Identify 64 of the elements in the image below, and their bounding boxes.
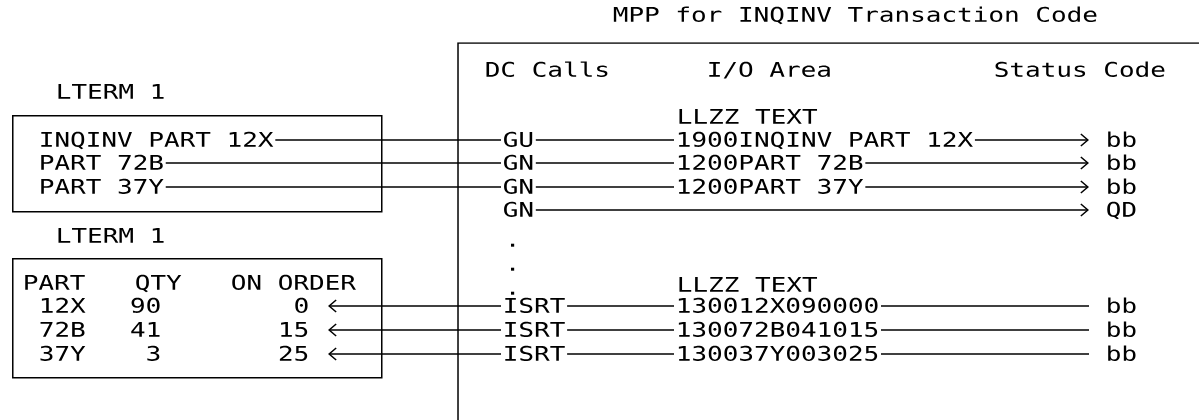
connector-line xyxy=(566,329,675,331)
table-text: LLZZ TEXT xyxy=(679,109,817,124)
node-text: bb xyxy=(1108,178,1136,194)
connector-line xyxy=(328,299,502,313)
node-text: 1200PART 72B xyxy=(678,154,863,170)
node-text: 15 xyxy=(281,322,308,337)
node-text: QD xyxy=(1107,201,1136,220)
node-text: 130012X090000 xyxy=(678,297,878,313)
connector-line xyxy=(864,180,1089,194)
connector-line xyxy=(535,139,675,141)
node-text: INQINV PART 12X xyxy=(41,131,274,150)
connector-line xyxy=(165,186,502,188)
table-text: 12X xyxy=(41,297,86,313)
table-text: 37Y xyxy=(40,345,86,361)
connector-line xyxy=(974,133,1089,147)
connector-line xyxy=(328,323,502,337)
table-text: DC Calls xyxy=(486,61,608,77)
table-text: QTY xyxy=(136,274,182,293)
connector-line xyxy=(566,353,675,355)
node-text: 0 xyxy=(295,297,308,313)
connector-line xyxy=(864,156,1089,170)
node-text: 25 xyxy=(279,345,308,361)
table-text: . xyxy=(510,291,515,295)
node-text: bb xyxy=(1108,345,1136,361)
connector-line xyxy=(880,329,1090,331)
node-text: GU xyxy=(504,131,533,147)
table-text: I/O Area xyxy=(709,61,830,79)
table-text: ON ORDER xyxy=(232,274,356,290)
table-text: Status Code xyxy=(995,61,1165,77)
node-text: bb xyxy=(1108,321,1136,337)
node-label: LTERM 1 xyxy=(58,228,164,243)
connector-line xyxy=(165,162,502,164)
connector-line xyxy=(535,162,675,164)
table-text: 3 xyxy=(147,345,160,361)
node-label: LTERM 1 xyxy=(58,84,164,99)
node-text: PART 72B xyxy=(41,154,163,170)
table-text: LLZZ TEXT xyxy=(679,277,817,292)
connector-line xyxy=(566,305,675,307)
connector-line xyxy=(880,353,1090,355)
table-text: 90 xyxy=(131,297,160,313)
node-text: GN xyxy=(504,201,533,217)
table-text: 72B xyxy=(40,321,85,337)
node-text: 130072B041015 xyxy=(678,321,878,337)
table-text: PART xyxy=(25,275,85,290)
connector-line xyxy=(535,186,675,188)
node-text: 1200PART 37Y xyxy=(678,178,864,194)
connector-line xyxy=(274,139,502,141)
connector-line xyxy=(535,203,1089,217)
table-text: . xyxy=(510,243,515,247)
connector-line xyxy=(328,347,502,361)
node-text: ISRT xyxy=(505,297,565,313)
node-text: 130037Y003025 xyxy=(678,345,878,361)
node-text: bb xyxy=(1108,297,1136,313)
table-text: . xyxy=(510,267,515,271)
table-text: 41 xyxy=(131,322,160,337)
connector-line xyxy=(880,305,1090,307)
node-text: bb xyxy=(1108,154,1136,170)
node-text: GN xyxy=(504,154,533,170)
node-text: ISRT xyxy=(505,345,565,361)
node-text: ISRT xyxy=(505,321,565,337)
node-text: 1900INQINV PART 12X xyxy=(678,131,973,150)
node-text: GN xyxy=(504,178,533,194)
node-text: PART 37Y xyxy=(41,178,164,194)
node-text: bb xyxy=(1108,131,1136,147)
